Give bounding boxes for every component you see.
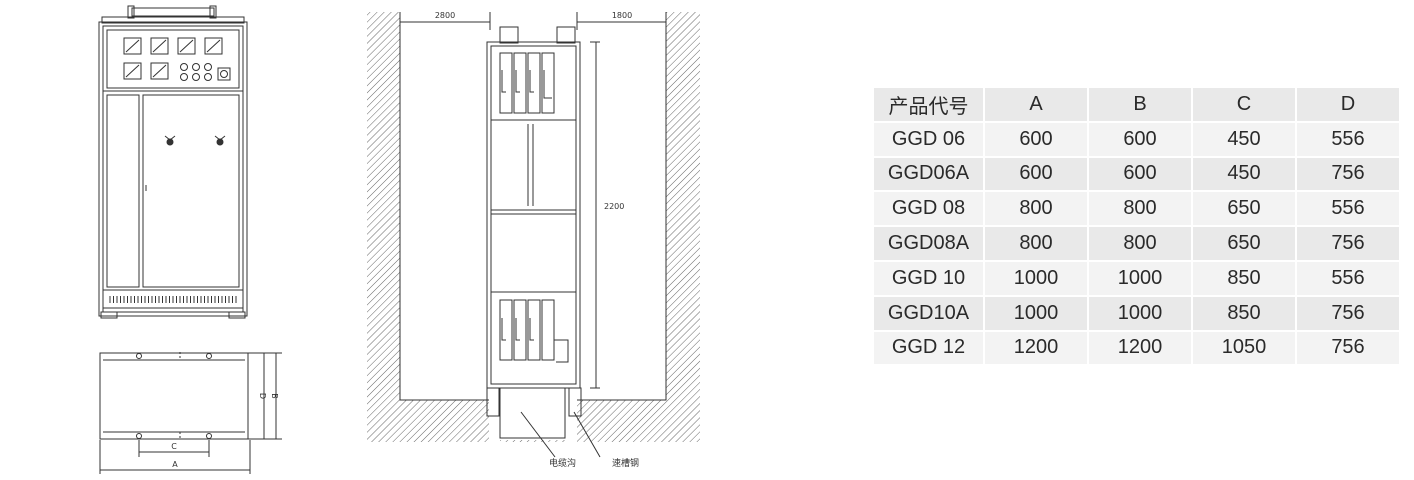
cable-trench: [499, 387, 566, 439]
table-row: GGD08A 800 800 650 756: [874, 227, 1399, 260]
vent-grille: [102, 289, 244, 309]
cell-c: 450: [1193, 157, 1295, 191]
left-door: [106, 94, 140, 288]
header-c: C: [1193, 88, 1295, 121]
cell-c: 650: [1193, 192, 1295, 226]
header-model: 产品代号: [874, 88, 983, 121]
cell-a: 800: [985, 192, 1087, 226]
header-b: B: [1089, 88, 1191, 121]
cell-model: GGD 08: [874, 192, 983, 226]
cell-a: 1200: [985, 331, 1087, 365]
cell-c: 650: [1193, 227, 1295, 260]
section-view: 2800 1800 2200 电缆沟 速槽钢: [367, 11, 700, 469]
cell-b: 1000: [1089, 261, 1191, 295]
indicator-lamp-icons: [180, 63, 231, 81]
cell-model: GGD 06: [874, 122, 983, 156]
cell-model: GGD 12: [874, 331, 983, 365]
front-view: [98, 5, 248, 319]
cell-b: 600: [1089, 157, 1191, 191]
right-foot: [228, 311, 246, 319]
cell-d: 756: [1297, 227, 1399, 260]
lifting-handle: [127, 5, 217, 19]
cell-a: 1000: [985, 296, 1087, 330]
cell-d: 756: [1297, 296, 1399, 330]
plan-label-d: D: [258, 393, 267, 399]
instrument-panel: [106, 29, 240, 89]
cell-a: 600: [985, 122, 1087, 156]
cell-model: GGD10A: [874, 296, 983, 330]
label-channel-steel: 速槽钢: [612, 457, 639, 469]
cell-a: 1000: [985, 261, 1087, 295]
left-foot: [100, 311, 118, 319]
cell-d: 556: [1297, 261, 1399, 295]
top-cap: [101, 16, 245, 24]
cell-d: 556: [1297, 192, 1399, 226]
cell-b: 1200: [1089, 331, 1191, 365]
cell-model: GGD06A: [874, 157, 983, 191]
plan-label-a: A: [172, 460, 178, 469]
spec-table: 产品代号 A B C D GGD 06 600 600 450 556 GGD0…: [872, 86, 1401, 366]
dim-height: 2200: [604, 202, 624, 211]
cell-c: 450: [1193, 122, 1295, 156]
header-a: A: [985, 88, 1087, 121]
table-row: GGD 06 600 600 450 556: [874, 122, 1399, 156]
dim-left: 2800: [435, 11, 455, 20]
door-handle-icons: [164, 135, 226, 146]
technical-drawings: C A D B: [98, 5, 700, 474]
cell-b: 800: [1089, 192, 1191, 226]
spec-table-header-row: 产品代号 A B C D: [874, 88, 1399, 121]
upper-breakers: [499, 52, 555, 114]
cell-model: GGD 10: [874, 261, 983, 295]
cabinet-body: [98, 21, 248, 317]
plan-outline: [99, 352, 249, 440]
cell-d: 556: [1297, 122, 1399, 156]
cell-b: 600: [1089, 122, 1191, 156]
cell-a: 800: [985, 227, 1087, 260]
cell-b: 1000: [1089, 296, 1191, 330]
plan-view: [99, 352, 282, 474]
section-cabinet: [486, 41, 581, 389]
cell-d: 756: [1297, 157, 1399, 191]
table-row: GGD 08 800 800 650 556: [874, 192, 1399, 226]
table-row: GGD 12 1200 1200 1050 756: [874, 331, 1399, 365]
meter-icons: [123, 37, 223, 80]
header-d: D: [1297, 88, 1399, 121]
table-row: GGD10A 1000 1000 850 756: [874, 296, 1399, 330]
label-cable-trench: 电缆沟: [549, 457, 576, 469]
cell-a: 600: [985, 157, 1087, 191]
wall-hatching: [367, 12, 700, 442]
dim-right: 1800: [612, 11, 632, 20]
plan-label-c: C: [171, 442, 177, 451]
cell-b: 800: [1089, 227, 1191, 260]
right-door: [142, 94, 240, 288]
cell-d: 756: [1297, 331, 1399, 365]
vent-slots: [109, 296, 237, 303]
cell-c: 850: [1193, 296, 1295, 330]
table-row: GGD 10 1000 1000 850 556: [874, 261, 1399, 295]
channel-steel-right: [568, 387, 582, 417]
lower-breakers: [499, 299, 569, 363]
table-row: GGD06A 600 600 450 756: [874, 157, 1399, 191]
cell-c: 1050: [1193, 331, 1295, 365]
cell-model: GGD08A: [874, 227, 983, 260]
plan-label-b: B: [270, 393, 279, 399]
cell-c: 850: [1193, 261, 1295, 295]
channel-steel-left: [486, 387, 500, 417]
